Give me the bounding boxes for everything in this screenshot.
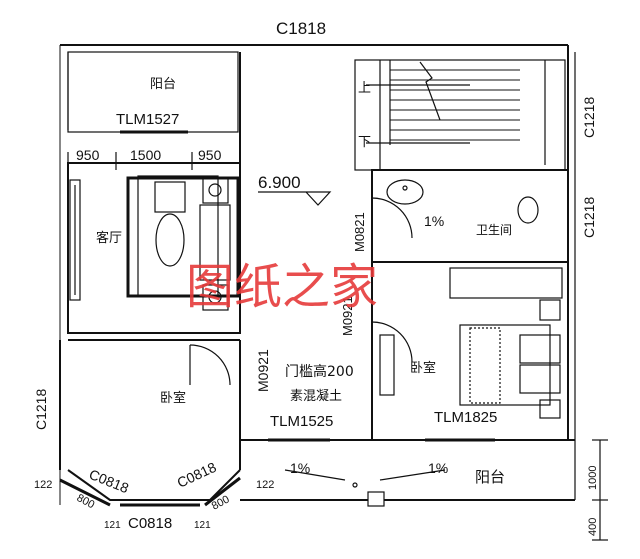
threshold-note-line1: 门槛高200	[285, 363, 354, 380]
room-balcony-bottom: 阳台	[475, 468, 505, 486]
room-living: 客厅	[96, 230, 122, 246]
door-bedroom-left-label: M0921	[255, 349, 271, 392]
door-tlm-balcony-label: TLM1527	[116, 111, 179, 128]
room-bedroom-right: 卧室	[410, 360, 436, 376]
stair-down-label: 下	[358, 135, 371, 150]
dim-1500: 1500	[130, 147, 161, 163]
window-bottom-center-label: C0818	[128, 515, 172, 532]
dim-121-right: 121	[194, 520, 211, 531]
window-bottom-right-label: C0818	[175, 459, 219, 491]
room-balcony-top: 阳台	[150, 77, 176, 92]
window-right-upper-label: C1218	[581, 97, 597, 138]
dim-950-right: 950	[198, 147, 222, 163]
watermark-text: 图纸之家	[186, 259, 378, 315]
door-tlm-front-label: TLM1525	[270, 413, 333, 430]
dim-950-left: 950	[76, 147, 100, 163]
window-right-lower-label: C1218	[581, 197, 597, 238]
slope-left-label: 1%	[290, 460, 310, 476]
stair-up-label: 上	[358, 81, 371, 96]
threshold-note-line2: 素混凝土	[290, 388, 342, 404]
room-bedroom-left: 卧室	[160, 390, 186, 406]
slope-bath-label: 1%	[424, 213, 444, 229]
slope-right-label: 1%	[428, 460, 448, 476]
room-bathroom: 卫生间	[476, 223, 512, 237]
dim-122-left: 122	[34, 479, 52, 491]
window-top-label: C1818	[276, 19, 326, 38]
window-left-label: C1218	[33, 389, 49, 430]
door-tlm-bedroom-label: TLM1825	[434, 409, 497, 426]
dim-122-right: 122	[256, 479, 274, 491]
dim-1000: 1000	[587, 466, 599, 490]
door-bedroom-right-label: M0921	[340, 296, 355, 336]
door-bath-label: M0821	[352, 212, 367, 252]
dim-121-left: 121	[104, 520, 121, 531]
window-bottom-left-label: C0818	[87, 466, 131, 496]
dim-400: 400	[587, 518, 599, 536]
elevation-label: 6.900	[258, 173, 301, 192]
